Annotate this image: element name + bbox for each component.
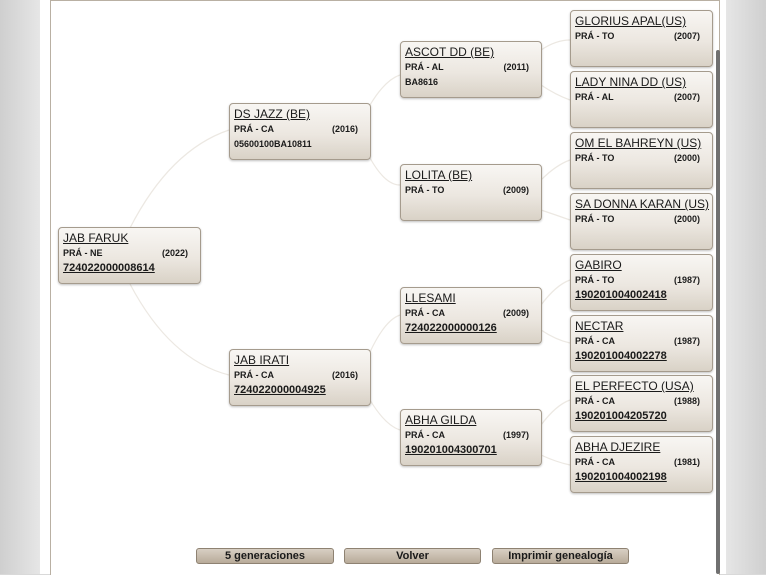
registration-link[interactable]: 190201004205720	[575, 410, 667, 422]
horse-card-g4-8: ABHA DJEZIRE PRÁ - CA (1981) 190201004002…	[570, 436, 713, 493]
birth-year: (2009)	[502, 185, 529, 195]
horse-card-g4-2: LADY NINA DD (US) PRÁ - AL (2007)	[570, 71, 713, 128]
horse-name-link[interactable]: SA DONNA KARAN (US)	[575, 197, 710, 211]
birth-year: (2000)	[673, 153, 700, 163]
birth-year: (2022)	[161, 248, 188, 258]
breed-row: PRÁ - CA (1987)	[575, 336, 708, 347]
birth-year: (1997)	[502, 430, 529, 440]
five-generations-button[interactable]: 5 generaciones	[196, 548, 334, 564]
registration-link[interactable]: 190201004002418	[575, 289, 667, 301]
registration-link[interactable]: 724022000000126	[405, 322, 497, 334]
horse-card-sire-sire: ASCOT DD (BE) PRÁ - AL (2011) BA8616	[400, 41, 542, 98]
horse-card-g4-1: GLORIUS APAL(US) PRÁ - TO (2007)	[570, 10, 713, 67]
left-background	[0, 0, 40, 574]
horse-name-link[interactable]: EL PERFECTO (USA)	[575, 379, 694, 393]
horse-name-link[interactable]: LLESAMI	[405, 291, 456, 305]
breed-code: PRÁ - TO	[575, 153, 615, 163]
horse-card-g4-6: NECTAR PRÁ - CA (1987) 190201004002278	[570, 315, 713, 372]
breed-row: PRÁ - CA (2009)	[405, 308, 537, 319]
breed-row: PRÁ - CA (2016)	[234, 370, 366, 381]
breed-row: PRÁ - CA (1981)	[575, 457, 708, 468]
horse-name-link[interactable]: OM EL BAHREYN (US)	[575, 136, 702, 150]
horse-name-link[interactable]: ABHA GILDA	[405, 413, 477, 427]
horse-name-link[interactable]: GLORIUS APAL(US)	[575, 14, 687, 28]
breed-row: PRÁ - TO (2009)	[405, 185, 537, 196]
horse-name-link[interactable]: NECTAR	[575, 319, 624, 333]
horse-card-sire-dam: LOLITA (BE) PRÁ - TO (2009)	[400, 164, 542, 221]
registration-link[interactable]: 190201004300701	[405, 444, 497, 456]
horse-name-link[interactable]: LOLITA (BE)	[405, 168, 473, 182]
breed-code: PRÁ - CA	[234, 124, 274, 134]
breed-code: PRÁ - CA	[575, 457, 615, 467]
registration-link[interactable]: 724022000008614	[63, 262, 155, 274]
breed-code: PRÁ - CA	[234, 370, 274, 380]
breed-code: PRÁ - TO	[575, 31, 615, 41]
horse-name-link[interactable]: ASCOT DD (BE)	[405, 45, 495, 59]
birth-year: (2007)	[673, 92, 700, 102]
birth-year: (1987)	[673, 336, 700, 346]
breed-code: PRÁ - NE	[63, 248, 103, 258]
breed-code: PRÁ - AL	[405, 62, 444, 72]
horse-card-dam-sire: LLESAMI PRÁ - CA (2009) 724022000000126	[400, 287, 542, 344]
horse-card-dam-dam: ABHA GILDA PRÁ - CA (1997) 19020100430070…	[400, 409, 542, 466]
breed-row: PRÁ - TO (1987)	[575, 275, 708, 286]
breed-code: PRÁ - CA	[405, 430, 445, 440]
breed-code: PRÁ - TO	[405, 185, 445, 195]
birth-year: (2009)	[502, 308, 529, 318]
birth-year: (1981)	[673, 457, 700, 467]
breed-row: PRÁ - TO (2000)	[575, 153, 708, 164]
breed-code: PRÁ - AL	[575, 92, 614, 102]
vertical-scrollbar[interactable]	[716, 50, 720, 574]
horse-card-g4-7: EL PERFECTO (USA) PRÁ - CA (1988) 1902010…	[570, 375, 713, 432]
horse-card-dam: JAB IRATI PRÁ - CA (2016) 724022000004925	[229, 349, 371, 406]
breed-code: PRÁ - CA	[575, 396, 615, 406]
birth-year: (1988)	[673, 396, 700, 406]
breed-row: PRÁ - CA (1997)	[405, 430, 537, 441]
horse-name-link[interactable]: JAB FARUK	[63, 231, 129, 245]
birth-year: (2007)	[673, 31, 700, 41]
horse-card-sire: DS JAZZ (BE) PRÁ - CA (2016) 05600100BA10…	[229, 103, 371, 160]
birth-year: (2000)	[673, 214, 700, 224]
horse-card-g4-4: SA DONNA KARAN (US) PRÁ - TO (2000)	[570, 193, 713, 250]
breed-row: PRÁ - TO (2007)	[575, 31, 708, 42]
birth-year: (2011)	[503, 62, 529, 72]
breed-row: PRÁ - AL (2011)	[405, 62, 537, 73]
breed-row: PRÁ - CA (2016)	[234, 124, 366, 135]
breed-row: PRÁ - CA (1988)	[575, 396, 708, 407]
birth-year: (2016)	[331, 124, 358, 134]
horse-name-link[interactable]: LADY NINA DD (US)	[575, 75, 687, 89]
birth-year: (2016)	[331, 370, 358, 380]
horse-name-link[interactable]: DS JAZZ (BE)	[234, 107, 311, 121]
horse-name-link[interactable]: JAB IRATI	[234, 353, 290, 367]
registration-link[interactable]: 724022000004925	[234, 384, 326, 396]
horse-name-link[interactable]: GABIRO	[575, 258, 622, 272]
birth-year: (1987)	[673, 275, 700, 285]
horse-card-subject: JAB FARUK PRÁ - NE (2022) 724022000008614	[58, 227, 201, 284]
breed-code: PRÁ - CA	[575, 336, 615, 346]
right-background	[726, 0, 766, 574]
horse-name-link[interactable]: ABHA DJEZIRE	[575, 440, 661, 454]
breed-code: PRÁ - TO	[575, 275, 615, 285]
breed-code: PRÁ - CA	[405, 308, 445, 318]
registration-number: BA8616	[405, 77, 439, 87]
breed-row: PRÁ - TO (2000)	[575, 214, 708, 225]
registration-link[interactable]: 190201004002278	[575, 350, 667, 362]
horse-card-g4-3: OM EL BAHREYN (US) PRÁ - TO (2000)	[570, 132, 713, 189]
breed-row: PRÁ - NE (2022)	[63, 248, 196, 259]
registration-link[interactable]: 190201004002198	[575, 471, 667, 483]
breed-code: PRÁ - TO	[575, 214, 615, 224]
registration-number: 05600100BA10811	[234, 139, 312, 149]
print-pedigree-button[interactable]: Imprimir genealogía	[492, 548, 629, 564]
back-button[interactable]: Volver	[344, 548, 481, 564]
breed-row: PRÁ - AL (2007)	[575, 92, 708, 103]
horse-card-g4-5: GABIRO PRÁ - TO (1987) 190201004002418	[570, 254, 713, 311]
